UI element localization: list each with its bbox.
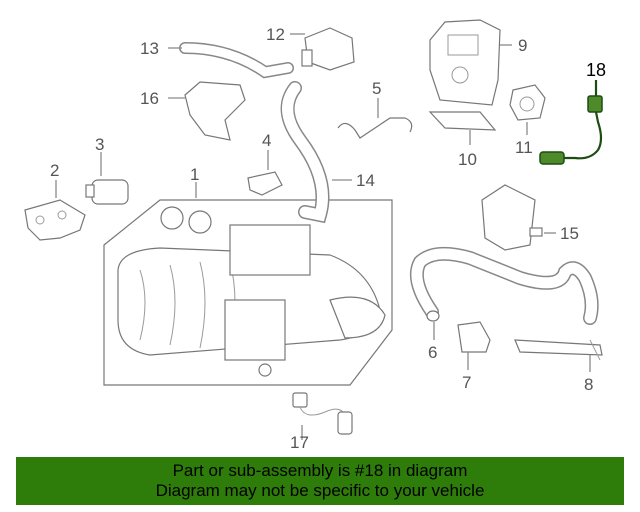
small-hose-part <box>337 117 413 139</box>
callout-14: 14 <box>356 171 375 190</box>
callout-11: 11 <box>515 138 533 157</box>
solenoid-part <box>85 179 129 205</box>
mount-bracket-part <box>514 339 603 361</box>
canister-bracket-part <box>184 81 246 141</box>
hose-part-6 <box>410 246 599 325</box>
hose-part-13 <box>179 42 294 79</box>
callout-10: 10 <box>458 150 477 169</box>
oxygen-sensor-part-17 <box>292 392 353 435</box>
gasket-part <box>509 84 546 121</box>
callout-3: 3 <box>95 135 104 154</box>
info-banner: Part or sub-assembly is #18 in diagram D… <box>16 457 624 505</box>
callout-5: 5 <box>372 79 381 98</box>
callout-12: 12 <box>266 25 285 44</box>
purge-valve-part <box>481 184 543 251</box>
sensor-part <box>247 171 283 196</box>
callout-6: 6 <box>428 343 437 362</box>
callout-1: 1 <box>190 165 199 184</box>
oxygen-sensor-part-18[interactable] <box>539 80 603 165</box>
banner-line-2: Diagram may not be specific to your vehi… <box>155 481 485 500</box>
callout-8: 8 <box>584 375 593 394</box>
parts-diagram: 1 2 3 4 5 6 7 8 <box>24 19 606 452</box>
callout-15: 15 <box>560 224 579 243</box>
callout-7: 7 <box>462 373 471 392</box>
callout-17: 17 <box>290 433 309 452</box>
gasket-plate-part <box>428 111 497 131</box>
valve-body-part <box>429 19 501 106</box>
callout-13: 13 <box>140 39 159 58</box>
connector-part <box>457 321 491 353</box>
banner-line-1: Part or sub-assembly is #18 in diagram <box>172 461 468 480</box>
callout-18: 18 <box>586 60 606 80</box>
callout-2: 2 <box>50 161 59 180</box>
bracket-part <box>24 199 86 241</box>
callout-16: 16 <box>140 89 159 108</box>
canister-assembly <box>103 199 393 386</box>
callout-4: 4 <box>262 131 271 150</box>
solenoid-valve-part <box>301 27 355 71</box>
callout-9: 9 <box>518 36 527 55</box>
hose-part-14 <box>280 81 330 224</box>
